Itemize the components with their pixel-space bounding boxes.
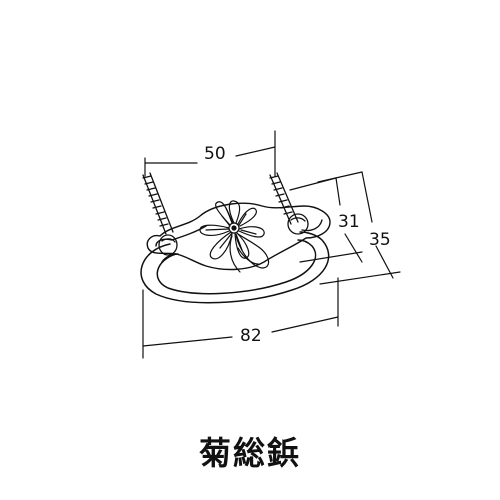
right-post-knob: [287, 213, 309, 235]
chrysanthemum-ornament: [199, 200, 270, 273]
dimension-82-lines: [142, 277, 339, 359]
dimension-label-82: 82: [240, 326, 262, 346]
bail-handle: [140, 231, 330, 304]
right-screw: [269, 172, 299, 225]
dimension-label-31: 31: [338, 212, 360, 232]
dimension-label-35: 35: [369, 230, 391, 250]
dimension-label-50: 50: [204, 144, 226, 164]
dimension-31-35-lines: [289, 171, 401, 285]
product-name-caption: 菊総鋲: [198, 434, 301, 472]
left-post-knob: [158, 234, 178, 256]
left-screw: [142, 172, 174, 235]
dimension-50-lines: [144, 130, 276, 177]
